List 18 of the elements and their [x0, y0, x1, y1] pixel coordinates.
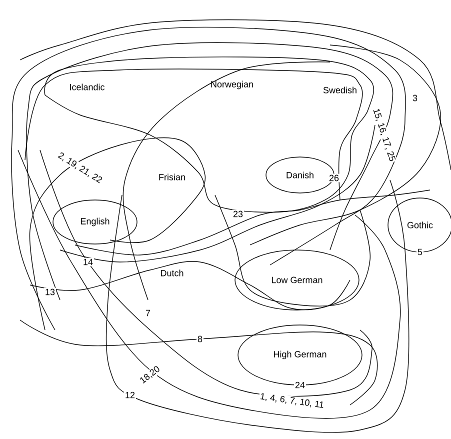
- language-label: Norwegian: [211, 80, 253, 90]
- isogloss-number: 23: [232, 210, 244, 218]
- isogloss-number: 24: [294, 380, 306, 390]
- isogloss-number: 1, 4, 6, 7, 10, 11: [258, 392, 326, 410]
- isogloss-number: 3: [412, 94, 418, 102]
- isogloss-number: 13: [44, 288, 56, 296]
- language-label: Dutch: [160, 270, 184, 276]
- language-label: Swedish: [323, 86, 356, 94]
- isogloss-number: 14: [82, 258, 94, 266]
- isogloss-number: 15, 16, 17, 25: [370, 106, 398, 164]
- language-label: Frisian: [159, 174, 185, 180]
- language-label: Icelandic: [70, 84, 105, 90]
- isogloss-number: 8: [196, 334, 204, 344]
- isogloss-number: 2, 19, 21, 22: [55, 150, 105, 186]
- isogloss-number: 5: [416, 248, 424, 256]
- isogloss-number: 12: [124, 390, 136, 400]
- isogloss-number: 26: [328, 174, 340, 182]
- isogloss-number: 7: [144, 308, 152, 318]
